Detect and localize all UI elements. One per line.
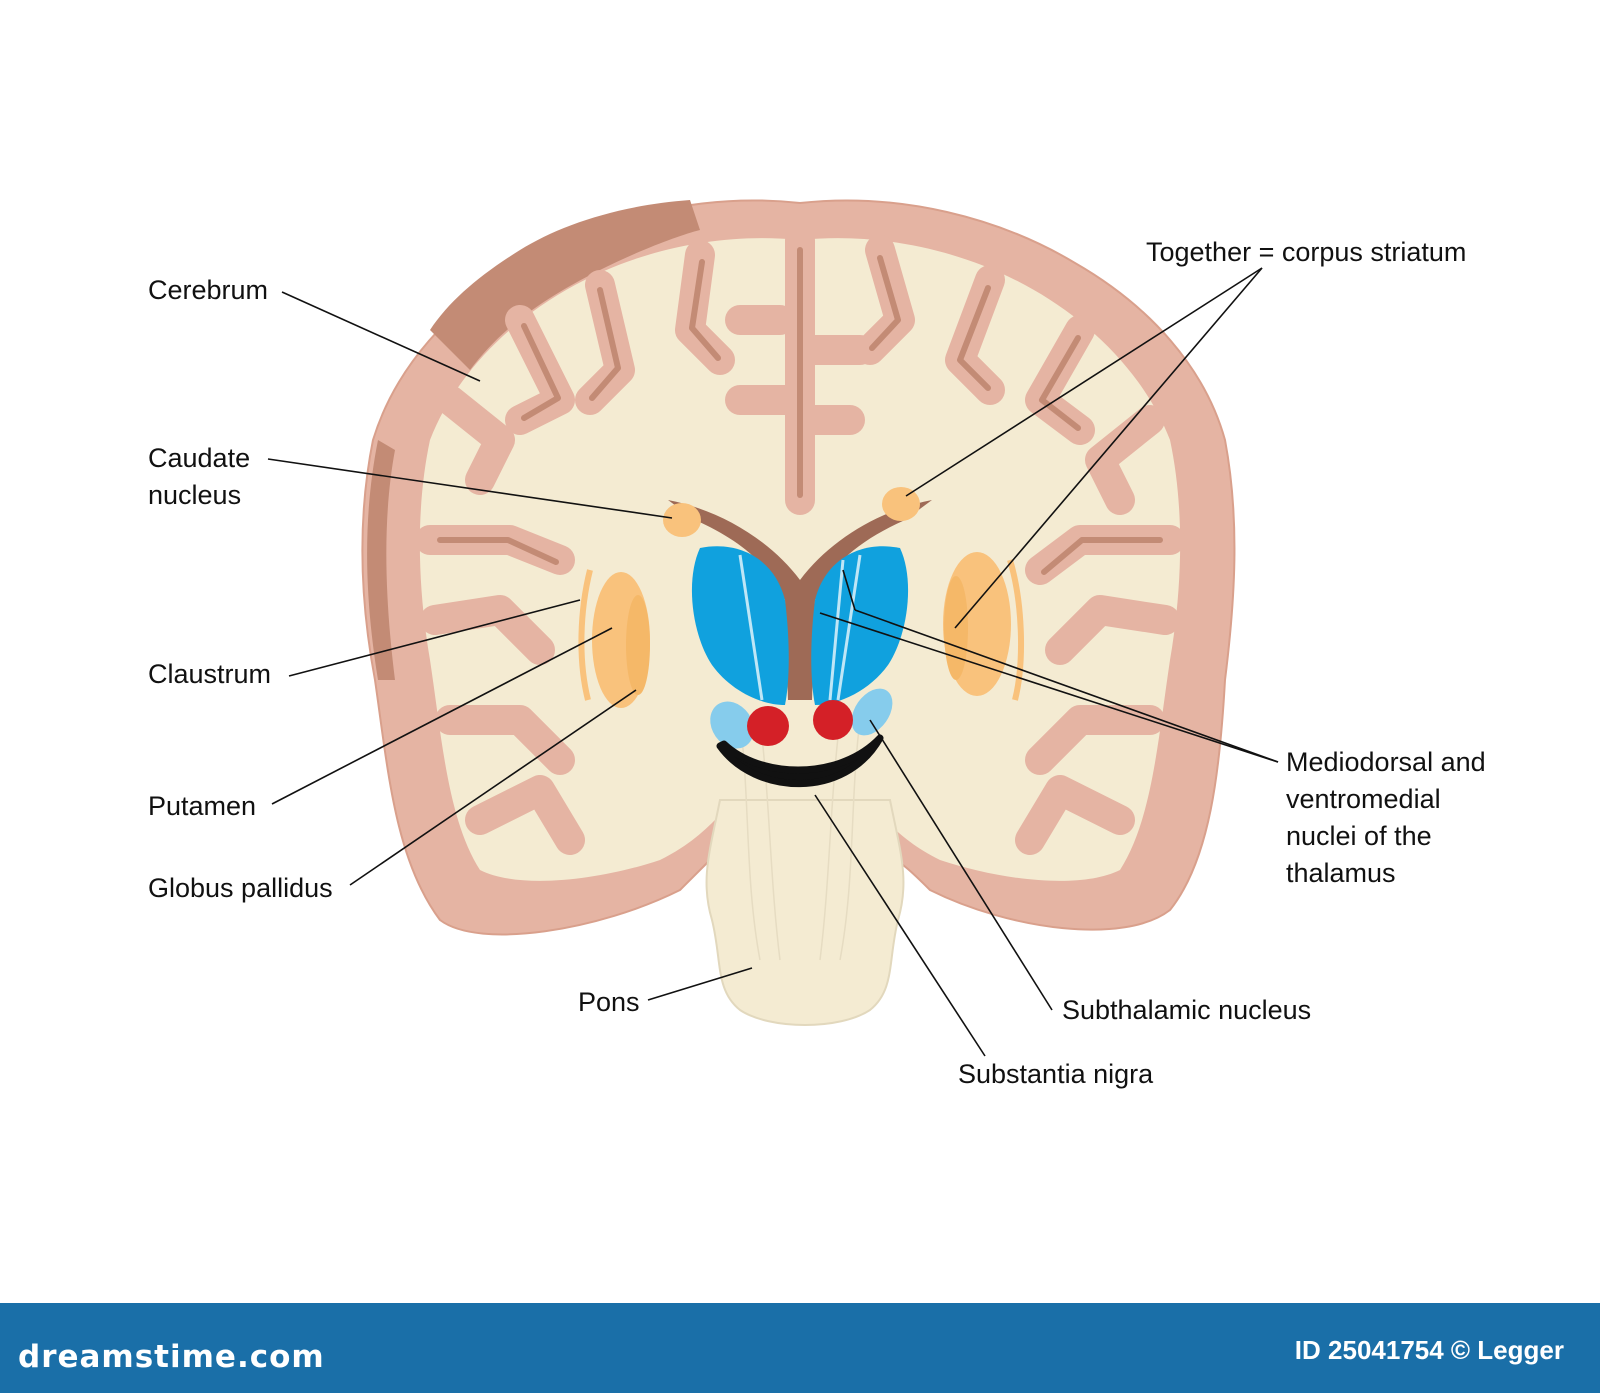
label-claustrum: Claustrum: [148, 656, 271, 693]
footer-bar: dreamstime.com ID 25041754 © Legger: [0, 1303, 1600, 1393]
image-credit: ID 25041754 © Legger: [1295, 1335, 1564, 1366]
label-putamen: Putamen: [148, 788, 256, 825]
label-globus-pallidus: Globus pallidus: [148, 870, 333, 907]
label-pons: Pons: [578, 984, 640, 1021]
label-cerebrum: Cerebrum: [148, 272, 268, 309]
red-nucleus-left: [747, 706, 789, 746]
label-substantia-nigra: Substantia nigra: [958, 1056, 1153, 1093]
label-thalamus-nuclei: Mediodorsal and ventromedial nuclei of t…: [1286, 744, 1486, 892]
label-corpus-striatum: Together = corpus striatum: [1146, 234, 1466, 271]
brand-wordmark: dreamstime.com: [18, 1339, 325, 1375]
label-subthalamic-nucleus: Subthalamic nucleus: [1062, 992, 1311, 1029]
red-nucleus-right: [813, 700, 853, 740]
caudate-nucleus-right: [882, 487, 920, 521]
pons: [707, 800, 904, 1025]
globus-pallidus-left: [626, 595, 650, 695]
caudate-nucleus-left: [663, 503, 701, 537]
label-caudate-nucleus: Caudate nucleus: [148, 440, 250, 514]
